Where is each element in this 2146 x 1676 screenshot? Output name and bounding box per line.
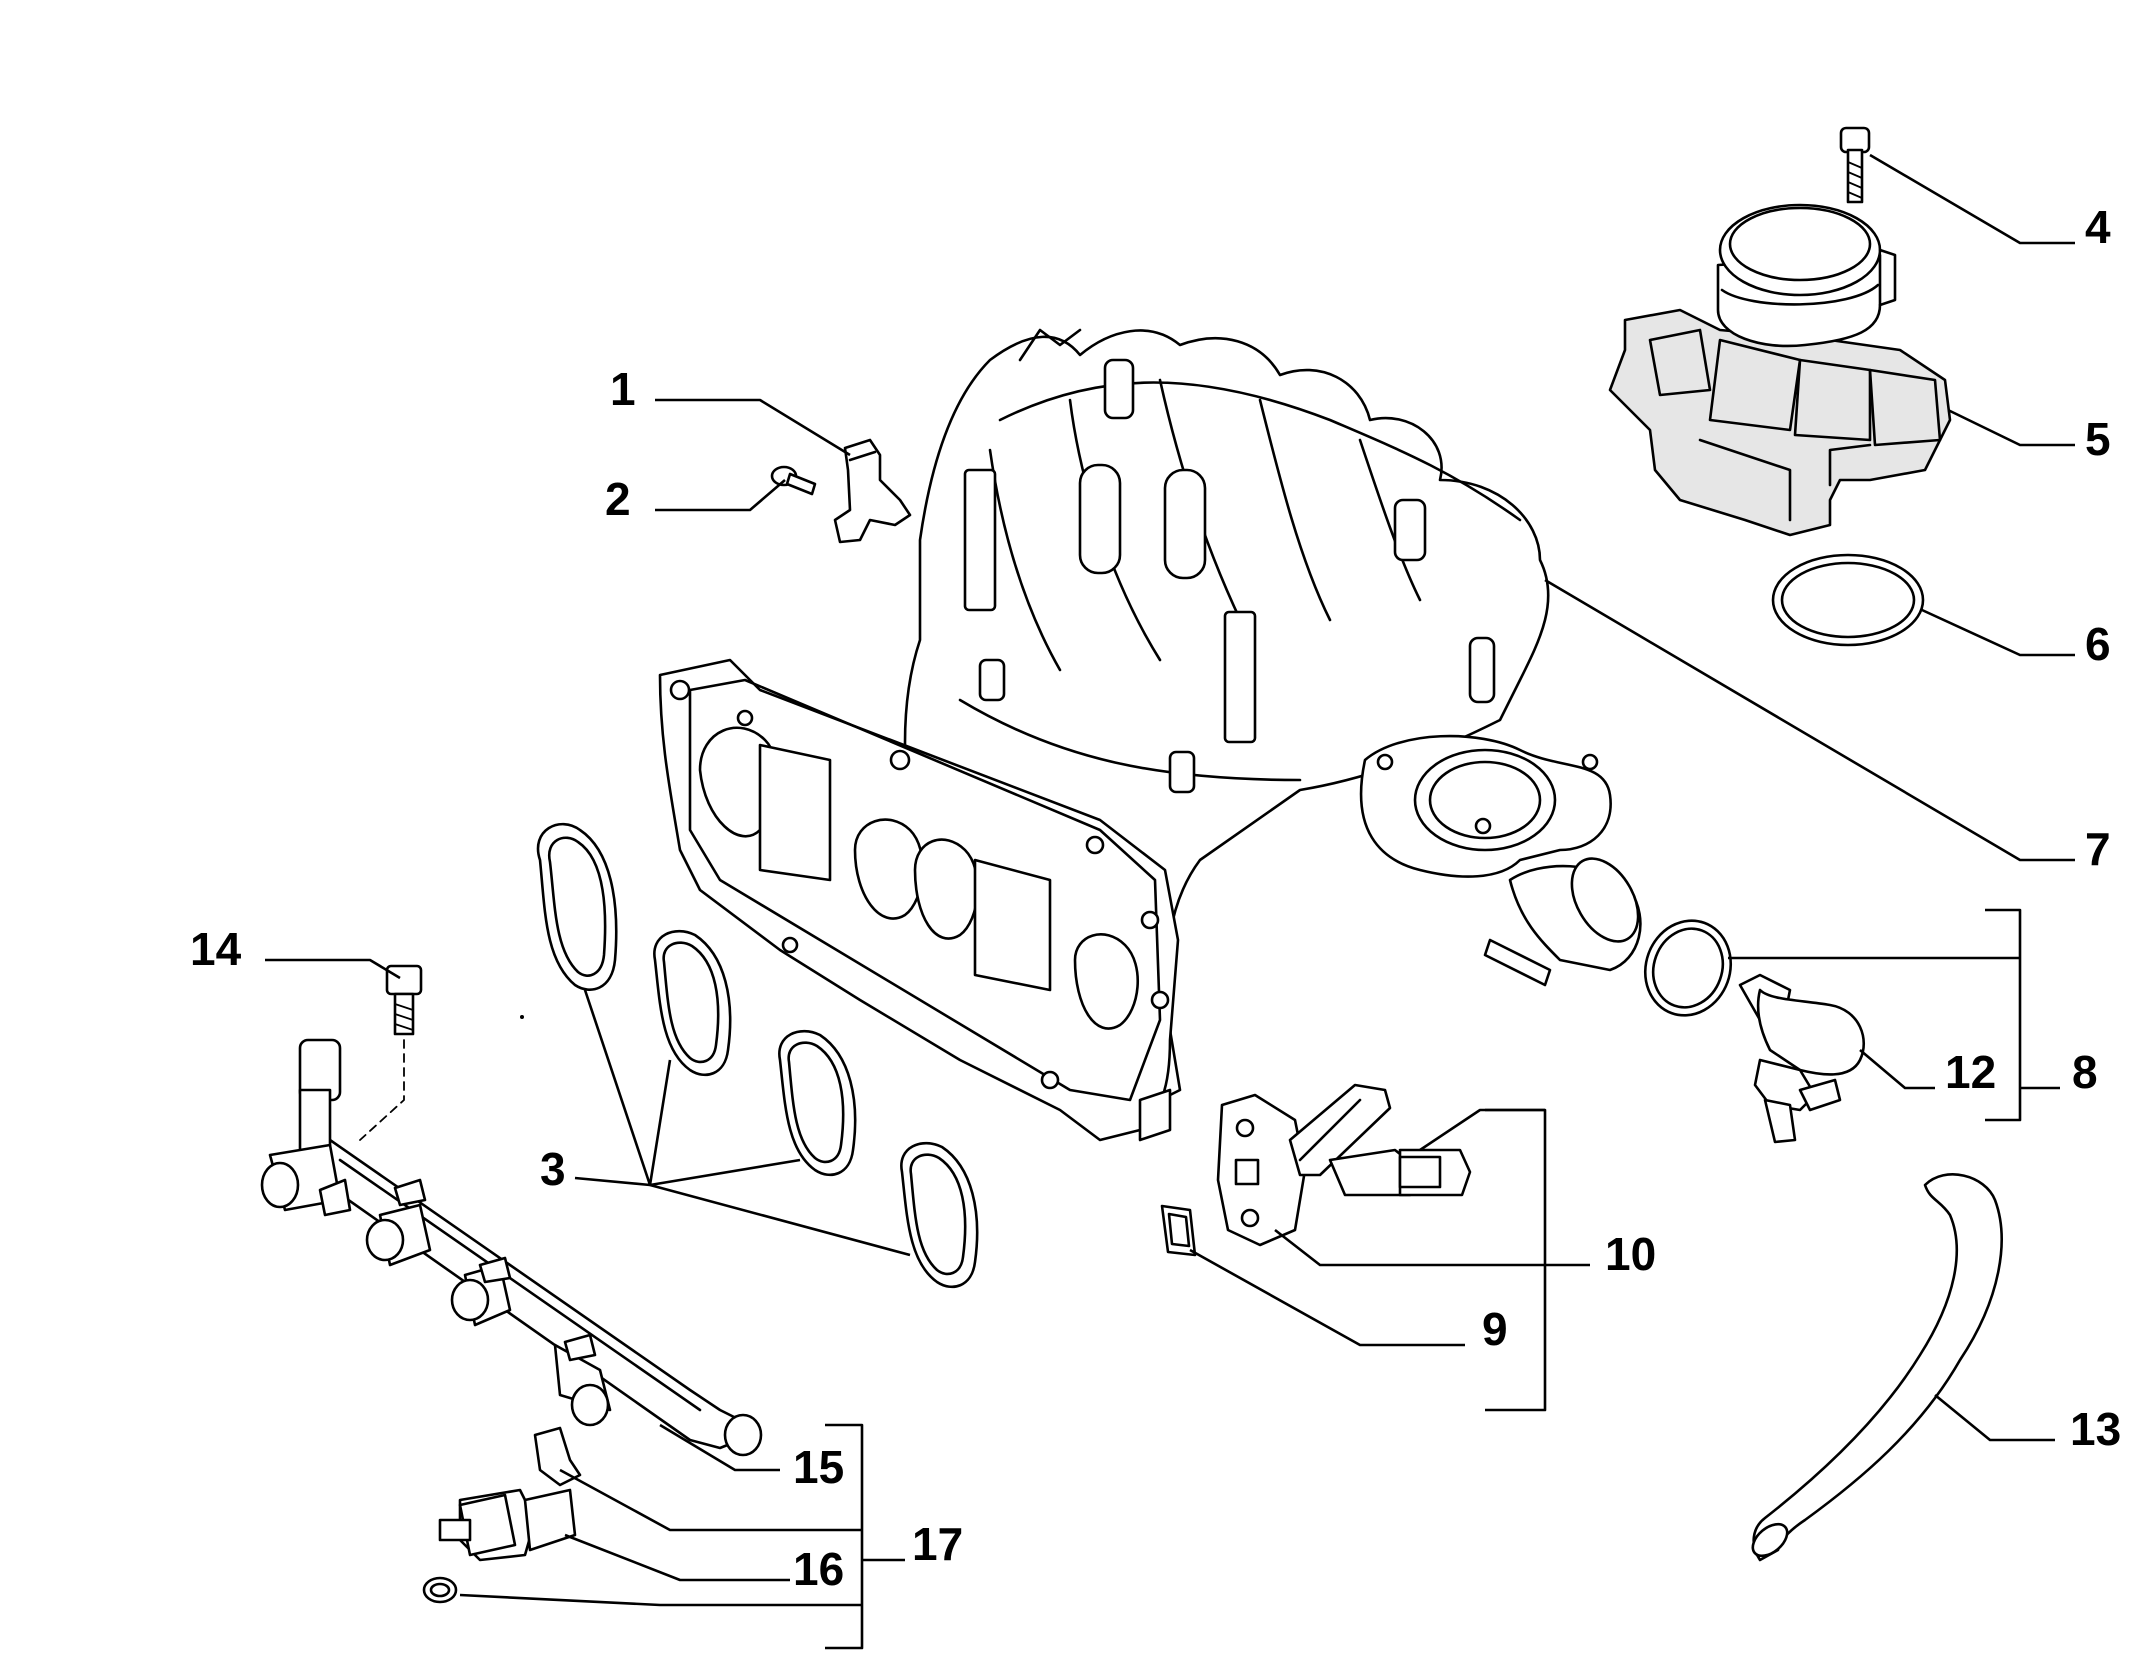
callout-17: 17: [912, 1518, 963, 1570]
callout-numbers: 1 2 3 4 5 6 7 8 9 10 12 13 14 15 16 17: [190, 201, 2121, 1595]
gasket-9: [1160, 1204, 1197, 1257]
speck: [520, 1015, 524, 1019]
callout-5: 5: [2085, 413, 2111, 465]
hose-13: [1751, 1173, 2003, 1562]
clip-1: [833, 438, 912, 544]
bolt-14: [359, 964, 423, 1141]
fuel-rail-15: [260, 1038, 763, 1457]
leader-lines: [265, 153, 2075, 1650]
callout-6: 6: [2085, 618, 2111, 670]
callout-15: 15: [793, 1441, 844, 1493]
callout-10: 10: [1605, 1228, 1656, 1280]
callout-3: 3: [540, 1143, 566, 1195]
injector-16: [422, 1426, 582, 1604]
callout-16: 16: [793, 1543, 844, 1595]
callout-8: 8: [2072, 1046, 2098, 1098]
o-ring-6: [1771, 553, 1925, 647]
callout-7: 7: [2085, 823, 2111, 875]
callout-13: 13: [2070, 1403, 2121, 1455]
callout-9: 9: [1482, 1303, 1508, 1355]
valve-12: [1738, 973, 1865, 1144]
callout-12: 12: [1945, 1046, 1996, 1098]
valve-o-ring-8: [1643, 919, 1733, 1017]
callout-2: 2: [605, 473, 631, 525]
callout-4: 4: [2085, 201, 2111, 253]
sensor-10: [1216, 1083, 1472, 1247]
callout-14: 14: [190, 923, 242, 975]
gaskets-3: [536, 822, 979, 1288]
screw-2: [770, 465, 817, 496]
bolt-4: [1839, 126, 1871, 204]
throttle-body-5: [1608, 203, 1952, 537]
intake-manifold-7: [658, 328, 1642, 1142]
callout-1: 1: [610, 363, 636, 415]
